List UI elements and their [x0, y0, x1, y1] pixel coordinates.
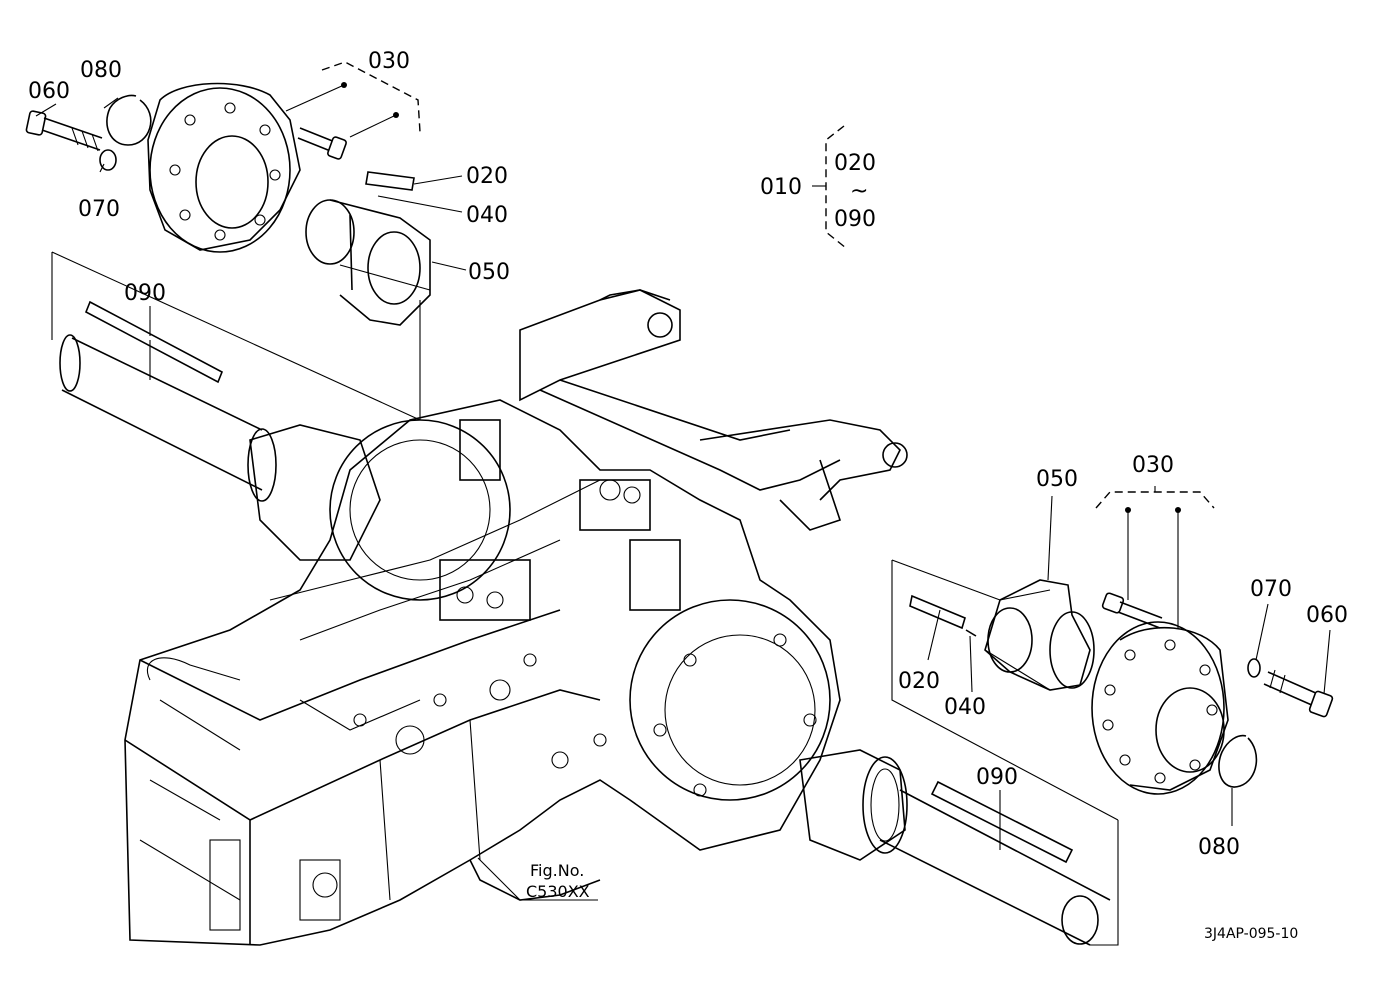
assembly-range-start: 020 — [834, 151, 876, 176]
callout-left-040: 040 — [466, 203, 508, 228]
right-washer-070 — [1247, 658, 1261, 678]
right-snap-ring-080 — [1218, 734, 1258, 788]
figure-reference-code: C530XX — [526, 882, 590, 901]
left-washer-070 — [99, 149, 117, 171]
right-leader-lines — [927, 486, 1331, 850]
assembly-note — [812, 125, 847, 249]
right-axle-shaft-090 — [879, 780, 1111, 946]
callout-right-040: 040 — [944, 695, 986, 720]
left-key-020 — [365, 171, 415, 191]
right-stud-bolt-030 — [1101, 592, 1163, 629]
assembly-range-end: 090 — [834, 207, 876, 232]
callout-right-070: 070 — [1250, 577, 1292, 602]
left-hub-assembly — [25, 82, 431, 491]
callout-left-050: 050 — [468, 260, 510, 285]
callout-right-080: 080 — [1198, 835, 1240, 860]
left-leader-lines — [35, 61, 467, 336]
right-sleeve-050 — [984, 579, 1095, 691]
callout-left-080: 080 — [80, 58, 122, 83]
right-bolt-060 — [1263, 669, 1334, 718]
callout-right-020: 020 — [898, 669, 940, 694]
callout-left-070: 070 — [78, 197, 120, 222]
left-hub-flange — [147, 82, 301, 253]
left-sleeve-050 — [305, 199, 431, 326]
transmission-housing — [124, 289, 908, 946]
callout-right-050: 050 — [1036, 467, 1078, 492]
left-stud-bolt-030 — [297, 127, 347, 160]
callout-right-090: 090 — [976, 765, 1018, 790]
callout-left-090: 090 — [124, 281, 166, 306]
left-bolt-060 — [25, 110, 103, 152]
right-hub-assembly — [879, 559, 1334, 946]
assembly-range-tilde: ~ — [850, 179, 868, 204]
left-snap-ring-080 — [106, 94, 152, 146]
callout-right-030: 030 — [1132, 453, 1174, 478]
left-axle-shaft-090 — [59, 300, 263, 491]
callout-right-060: 060 — [1306, 603, 1348, 628]
right-key-020 — [909, 594, 966, 630]
figure-reference-leader — [477, 857, 598, 901]
drawing-code: 3J4AP-095-10 — [1204, 926, 1298, 942]
right-hub-flange — [1091, 621, 1229, 795]
figure-reference-label: Fig.No. — [530, 861, 584, 880]
right-pin-040 — [965, 629, 977, 637]
callout-left-020: 020 — [466, 164, 508, 189]
assembly-number: 010 — [760, 175, 802, 200]
callout-left-030: 030 — [368, 49, 410, 74]
callout-left-060: 060 — [28, 79, 70, 104]
